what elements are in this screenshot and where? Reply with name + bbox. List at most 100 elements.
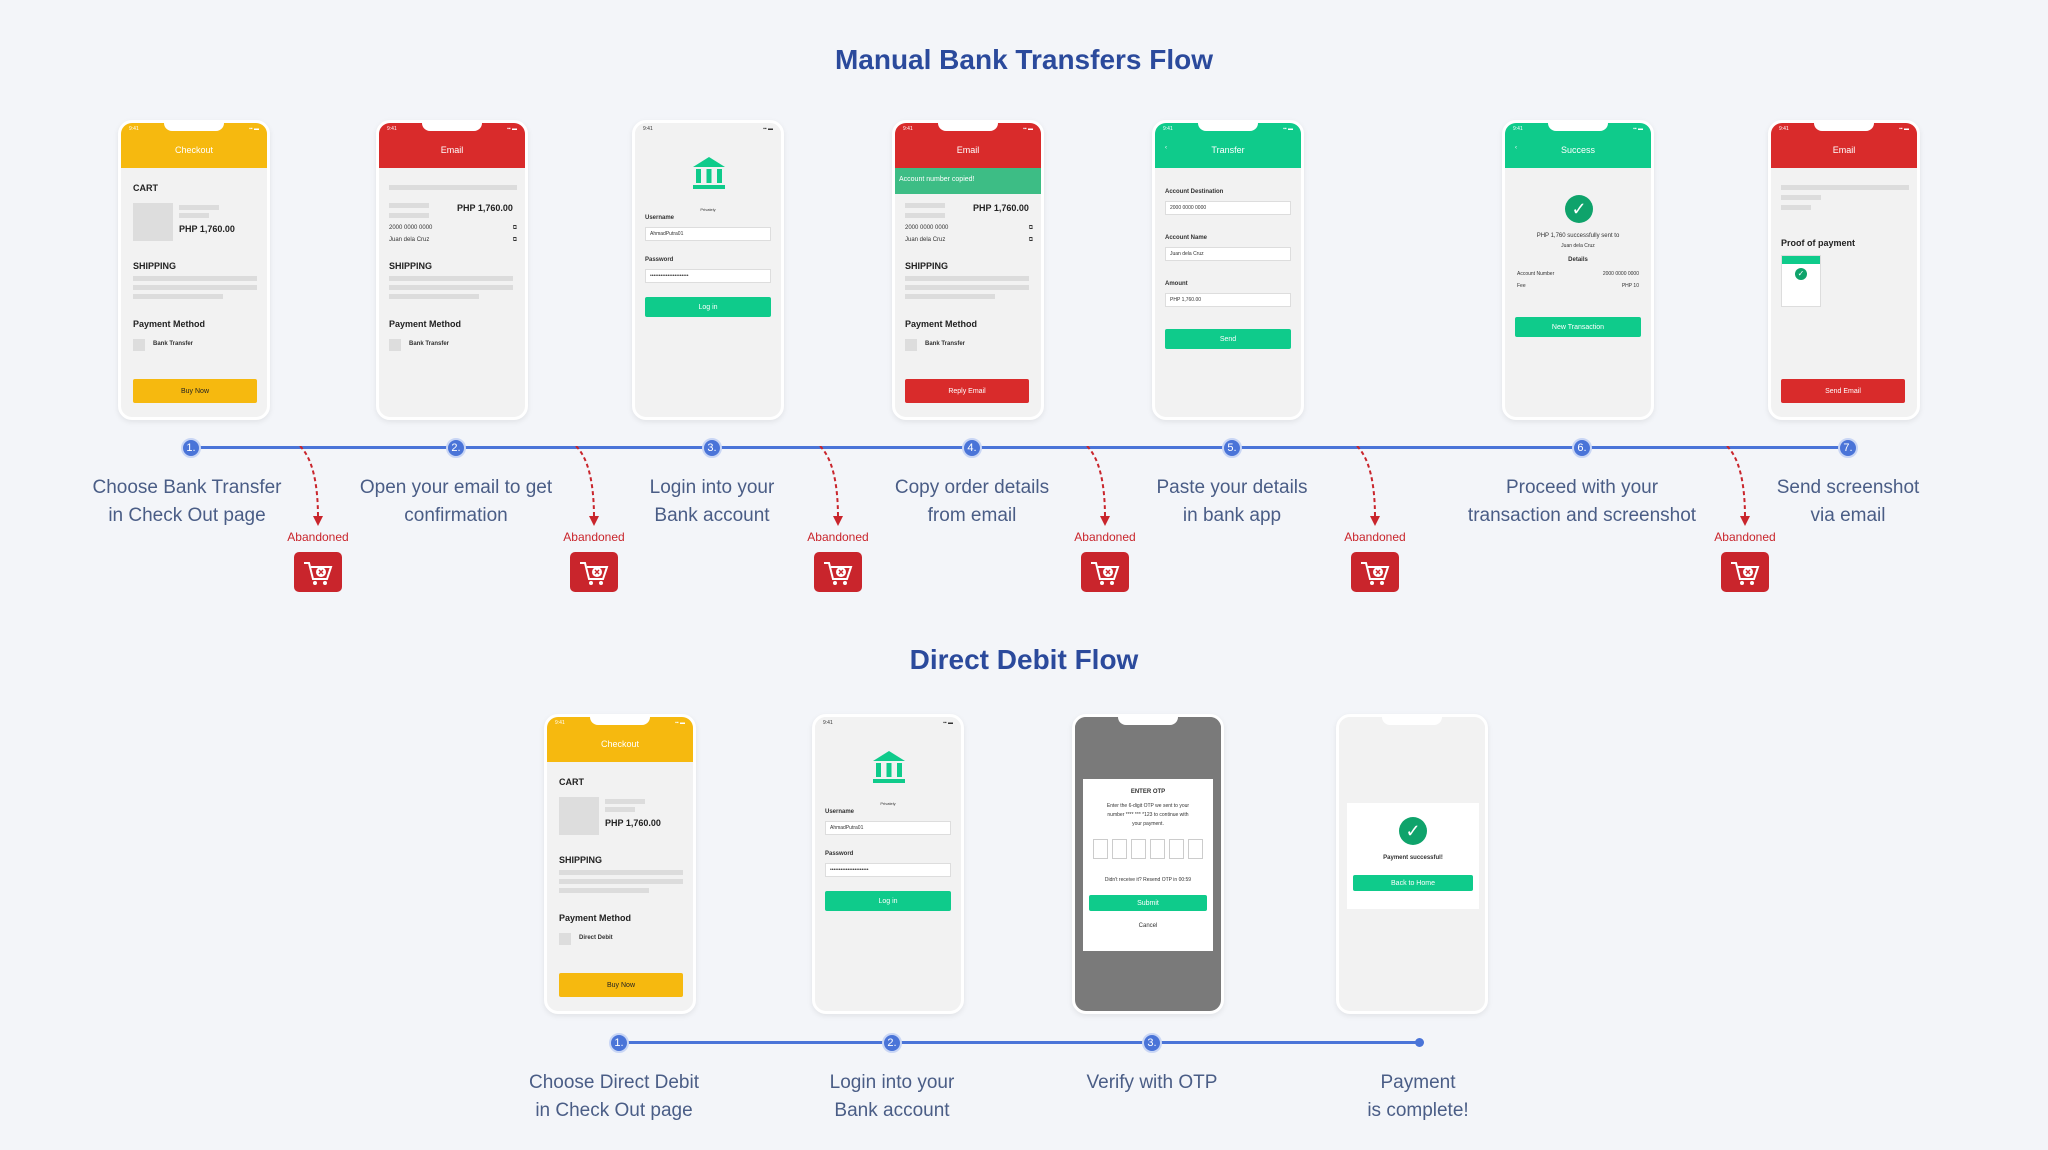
login-button[interactable]: Log in	[825, 891, 951, 911]
step-node-5: 5.	[1222, 438, 1242, 458]
back-home-button[interactable]: Back to Home	[1353, 875, 1473, 891]
login-button[interactable]: Log in	[645, 297, 771, 317]
username-label: Username	[645, 215, 675, 221]
dd-step-node-end	[1415, 1038, 1424, 1047]
new-transaction-button[interactable]: New Transaction	[1515, 317, 1641, 337]
phone-email-proof: 9:41▪▪ ▬Email Proof of payment ✓ Send Em…	[1768, 120, 1920, 420]
fee-value: PHP 10	[1621, 283, 1639, 289]
dd-phone-otp: ENTER OTP Enter the 6-digit OTP we sent …	[1072, 714, 1224, 1014]
abandoned-label: Abandoned	[563, 530, 625, 544]
abandon-arrow	[819, 446, 843, 526]
otp-message-1: Enter the 6-digit OTP we sent to your	[1106, 803, 1190, 809]
copy-icon[interactable]: ⧉	[512, 225, 517, 231]
abandon-arrow	[1356, 446, 1380, 526]
copy-icon[interactable]: ⧉	[512, 237, 517, 243]
abandoned-cart-icon	[1351, 552, 1399, 592]
copy-icon[interactable]: ⧉	[1028, 225, 1033, 231]
proof-label: Proof of payment	[1781, 238, 1856, 248]
abandoned-label: Abandoned	[287, 530, 349, 544]
submit-button[interactable]: Submit	[1089, 895, 1207, 911]
shipping-label: SHIPPING	[559, 855, 603, 865]
username-input[interactable]: AhmadPutra01	[645, 227, 771, 241]
dd-phone-checkout: 9:41▪▪ ▬Checkout CART PHP 1,760.00 SHIPP…	[544, 714, 696, 1014]
abandoned-cart-icon	[1721, 552, 1769, 592]
back-icon[interactable]: ‹	[1165, 145, 1167, 151]
success-message: PHP 1,760 successfully sent to	[1536, 233, 1620, 239]
screenshot-thumbnail[interactable]: ✓	[1781, 255, 1821, 307]
account-name: Juan dela Cruz	[905, 237, 946, 243]
dd-step-label-3: Verify with OTP	[1086, 1072, 1218, 1093]
account-name-input[interactable]: Juan dela Cruz	[1165, 247, 1291, 261]
copy-icon[interactable]: ⧉	[1028, 237, 1033, 243]
resend-otp[interactable]: Didn't receive it? Resend OTP in 00:59	[1104, 877, 1192, 883]
checkbox[interactable]	[133, 339, 145, 351]
step-node-3: 3.	[702, 438, 722, 458]
account-name: Juan dela Cruz	[389, 237, 430, 243]
abandon-arrow	[575, 446, 599, 526]
direct-debit-option: Direct Debit	[579, 935, 613, 941]
otp-inputs[interactable]	[1093, 839, 1203, 859]
password-input[interactable]: ••••••••••••••••••••••	[645, 269, 771, 283]
header-label: Email	[956, 144, 980, 155]
account-destination-input[interactable]: 2000 0000 0000	[1165, 201, 1291, 215]
otp-message-2: number **** *** *123 to continue with	[1107, 812, 1189, 818]
header-label: Transfer	[1211, 144, 1245, 155]
phone-checkout: 9:41▪▪ ▬Checkout CART PHP 1,760.00 SHIPP…	[118, 120, 270, 420]
amount-input[interactable]: PHP 1,760.00	[1165, 293, 1291, 307]
account-number: 2000 0000 0000	[905, 225, 949, 231]
abandoned-cart-icon	[294, 552, 342, 592]
bank-caption: Privately	[700, 207, 716, 212]
reply-email-button[interactable]: Reply Email	[905, 379, 1029, 403]
buy-now-button[interactable]: Buy Now	[133, 379, 257, 403]
header-label: Success	[1560, 144, 1595, 155]
dd-step-node-1: 1.	[609, 1033, 629, 1053]
bank-icon	[871, 749, 907, 785]
account-number-value: 2000 0000 0000	[1602, 271, 1639, 277]
bank-caption: Privately	[880, 801, 896, 806]
abandoned-label: Abandoned	[1074, 530, 1136, 544]
phone-email-copied: 9:41▪▪ ▬Email Account number copied! PHP…	[892, 120, 1044, 420]
username-input[interactable]: AhmadPutra01	[825, 821, 951, 835]
price: PHP 1,760.00	[605, 818, 661, 828]
checkbox[interactable]	[389, 339, 401, 351]
success-card: ✓ Payment successful! Back to Home	[1347, 803, 1479, 909]
back-icon[interactable]: ‹	[1515, 145, 1517, 151]
send-button[interactable]: Send	[1165, 329, 1291, 349]
password-label: Password	[825, 851, 854, 857]
step-node-6: 6.	[1572, 438, 1592, 458]
dd-step-node-3: 3.	[1142, 1033, 1162, 1053]
abandoned-label: Abandoned	[1344, 530, 1406, 544]
price: PHP 1,760.00	[457, 203, 513, 213]
abandoned-cart-icon	[1081, 552, 1129, 592]
abandoned-cart-icon	[570, 552, 618, 592]
manual-flow-title: Manual Bank Transfers Flow	[834, 44, 1214, 75]
phone-header: 9:41▪▪ ▬Checkout	[121, 123, 267, 168]
password-input[interactable]: ••••••••••••••••••••••	[825, 863, 951, 877]
shipping-label: SHIPPING	[905, 261, 949, 271]
otp-message-3: your payment.	[1132, 821, 1164, 827]
checkbox[interactable]	[905, 339, 917, 351]
shipping-label: SHIPPING	[133, 261, 177, 271]
step-node-1: 1.	[181, 438, 201, 458]
direct-flow-title: Direct Debit Flow	[909, 644, 1139, 675]
fee-label: Fee	[1517, 283, 1526, 289]
check-icon: ✓	[1565, 195, 1593, 223]
username-label: Username	[825, 809, 855, 815]
payment-method-label: Payment Method	[559, 913, 632, 923]
cancel-link[interactable]: Cancel	[1138, 923, 1158, 929]
phone-success: 9:41▪▪ ▬‹Success ✓ PHP 1,760 successfull…	[1502, 120, 1654, 420]
shipping-label: SHIPPING	[389, 261, 433, 271]
send-email-button[interactable]: Send Email	[1781, 379, 1905, 403]
payment-method-label: Payment Method	[133, 319, 206, 329]
bank-transfer-option: Bank Transfer	[409, 341, 450, 347]
buy-now-button[interactable]: Buy Now	[559, 973, 683, 997]
checkbox[interactable]	[559, 933, 571, 945]
check-icon: ✓	[1795, 268, 1807, 280]
dd-phone-login: 9:41▪▪ ▬ Privately Username AhmadPutra01…	[812, 714, 964, 1014]
